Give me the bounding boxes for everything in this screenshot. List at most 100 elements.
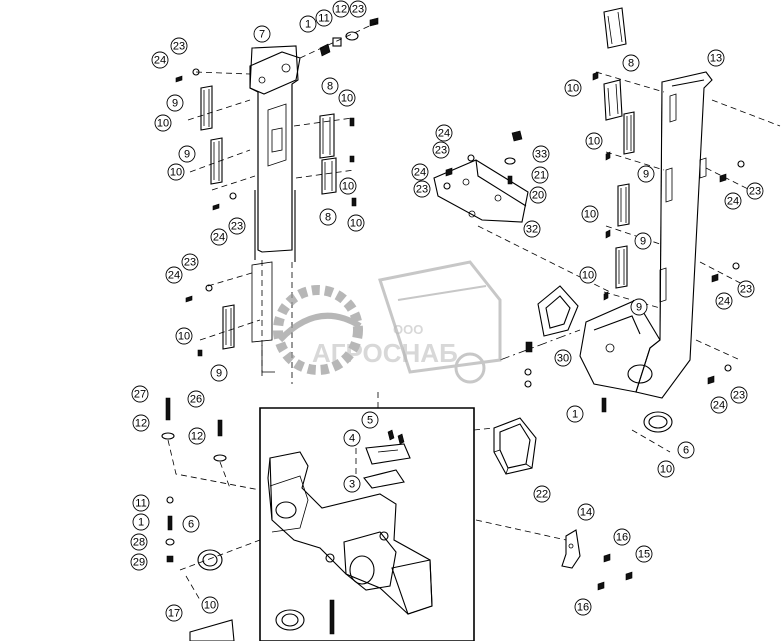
callout-number: 5 <box>367 415 373 427</box>
callout-1: 1 <box>132 513 150 531</box>
callout-14: 14 <box>577 503 595 521</box>
callout-3: 3 <box>343 475 361 493</box>
callout-circle <box>175 327 193 345</box>
callout-33: 33 <box>532 145 550 163</box>
callout-21: 21 <box>531 166 549 184</box>
grommet-30 <box>499 285 581 388</box>
callout-7: 7 <box>253 25 271 43</box>
callout-circle <box>715 292 733 310</box>
inset-detail-box <box>259 392 475 641</box>
callout-circle <box>178 145 196 163</box>
callout-4: 4 <box>343 429 361 447</box>
bracket-7 <box>249 51 301 95</box>
callout-23: 23 <box>432 141 450 159</box>
callout-12: 12 <box>132 414 150 432</box>
callout-23: 23 <box>228 217 246 235</box>
callout-circle <box>347 214 365 232</box>
callout-number: 10 <box>341 93 353 105</box>
callout-circle <box>228 217 246 235</box>
callout-number: 23 <box>435 145 447 157</box>
callout-number: 15 <box>638 549 650 561</box>
callout-circle <box>634 232 652 250</box>
callout-10: 10 <box>585 132 603 150</box>
callout-number: 26 <box>190 394 202 406</box>
callout-9: 9 <box>178 145 196 163</box>
callout-circle <box>151 51 169 69</box>
callout-circle <box>170 37 188 55</box>
callout-10: 10 <box>338 89 356 107</box>
callout-number: 24 <box>414 167 426 179</box>
callout-circle <box>319 208 337 226</box>
callout-10: 10 <box>581 205 599 223</box>
callout-number: 9 <box>643 169 649 181</box>
callout-circle <box>574 598 592 616</box>
callout-number: 10 <box>588 136 600 148</box>
callout-23: 23 <box>730 386 748 404</box>
callout-circle <box>349 0 367 18</box>
screws <box>175 68 357 357</box>
callout-29: 29 <box>130 553 148 571</box>
callout-9: 9 <box>637 165 655 183</box>
callout-number: 10 <box>342 181 354 193</box>
callout-22: 22 <box>533 485 551 503</box>
plates-9-left <box>187 71 261 350</box>
callout-32: 32 <box>523 220 541 238</box>
callout-16: 16 <box>613 528 631 546</box>
callout-6: 6 <box>182 515 200 533</box>
callout-circle <box>321 77 339 95</box>
callout-circle <box>338 89 356 107</box>
callout-number: 3 <box>349 479 355 491</box>
callout-23: 23 <box>181 253 199 271</box>
callout-number: 10 <box>582 270 594 282</box>
callout-circle <box>581 205 599 223</box>
callout-1: 1 <box>299 15 317 33</box>
callout-circle <box>737 280 755 298</box>
left-hardware <box>161 397 261 641</box>
callout-number: 23 <box>749 186 761 198</box>
callout-circle <box>130 553 148 571</box>
callout-circle <box>132 494 150 512</box>
callout-number: 23 <box>184 257 196 269</box>
callout-number: 11 <box>318 13 329 25</box>
callout-8: 8 <box>622 54 640 72</box>
callout-circle <box>564 79 582 97</box>
callout-number: 32 <box>526 224 538 236</box>
callout-circle <box>181 253 199 271</box>
plates-right <box>592 7 781 385</box>
callout-number: 33 <box>535 149 547 161</box>
callout-circle <box>361 411 379 429</box>
callout-23: 23 <box>737 280 755 298</box>
callout-circle <box>635 545 653 563</box>
callout-10: 10 <box>564 79 582 97</box>
callout-23: 23 <box>746 182 764 200</box>
callout-number: 24 <box>168 270 180 282</box>
callout-10: 10 <box>154 114 172 132</box>
callout-10: 10 <box>201 596 219 614</box>
callout-number: 10 <box>157 118 169 130</box>
callout-number: 24 <box>438 128 450 140</box>
callout-circle <box>166 94 184 112</box>
callout-circle <box>432 141 450 159</box>
callout-number: 1 <box>138 517 144 529</box>
callout-number: 10 <box>567 83 579 95</box>
callout-circle <box>529 186 547 204</box>
callout-circle <box>577 503 595 521</box>
callout-9: 9 <box>166 94 184 112</box>
callout-number: 7 <box>259 29 265 41</box>
callout-circle <box>435 124 453 142</box>
watermark-small-text: ООО <box>393 322 423 337</box>
callout-24: 24 <box>411 163 429 181</box>
callout-number: 30 <box>557 353 569 365</box>
callout-circle <box>332 0 350 18</box>
callout-1: 1 <box>566 405 584 423</box>
callout-9: 9 <box>634 232 652 250</box>
callout-circle <box>411 163 429 181</box>
callout-24: 24 <box>210 228 228 246</box>
callout-number: 23 <box>733 390 745 402</box>
callout-number: 9 <box>216 368 222 380</box>
callout-number: 4 <box>349 433 355 445</box>
top-hardware-stack <box>299 17 379 59</box>
callout-17: 17 <box>165 604 183 622</box>
right-frame-member-13 <box>579 71 713 399</box>
callout-number: 8 <box>327 81 333 93</box>
